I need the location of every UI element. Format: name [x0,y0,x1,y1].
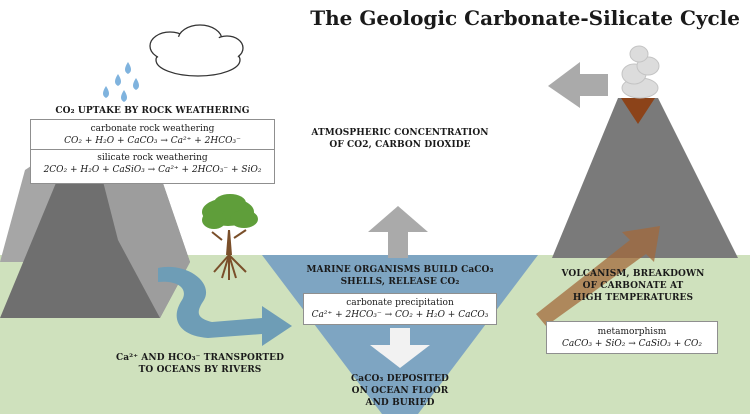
precipitation-equation: Ca²⁺ + 2HCO₃⁻ → CO₂ + H₂O + CaCO₃ [311,310,489,320]
carbonate-weathering-equation: CO₂ + H₂O + CaCO₃ → Ca²⁺ + 2HCO₃⁻ [64,136,241,146]
marine-line-1-formula: CaCO₃ [461,265,494,275]
volcanism-line-1: VOLCANISM, BREAKDOWN [561,269,705,279]
metamorphism-label: metamorphism [597,327,667,337]
deposit-line-1: CaCO₃ DEPOSITED [340,373,460,385]
silicate-weathering-label: silicate rock weathering [97,153,208,163]
weathering-heading: CO₂ UPTAKE BY ROCK WEATHERING [30,105,275,117]
volcano [552,98,738,258]
metamorphism-equation: CaCO₃ + SiO₂ → CaSiO₃ + CO₂ [561,339,703,349]
release-co2-arrow [368,206,428,258]
marine-line-2: SHELLS, RELEASE CO₂ [285,276,515,288]
river-transport-arrow [158,266,292,346]
subduction-rise-arrow [536,226,660,326]
marine-line-2-text: SHELLS, RELEASE [340,277,441,287]
volcanism-label: VOLCANISM, BREAKDOWN OF CARBONATE AT HIG… [548,268,718,304]
precipitation-label: carbonate precipitation [346,298,454,308]
marine-line-1: MARINE ORGANISMS BUILD CaCO₃ [285,264,515,276]
transport-and: AND [138,353,168,363]
cloud-fill [154,29,240,72]
transport-line-1: Ca²⁺ AND HCO₃⁻ TRANSPORTED [95,352,305,364]
transport-formula-hco3: HCO₃⁻ [167,353,201,363]
weathering-equations-box: carbonate rock weathering CO₂ + H₂O + Ca… [30,119,275,184]
metamorphism-box: metamorphism CaCO₃ + SiO₂ → CaSiO₃ + CO₂ [546,321,718,354]
volcanism-line-2: OF CARBONATE AT [582,281,684,291]
atmosphere-label: ATMOSPHERIC CONCENTRATION OF CO2, CARBON… [300,127,500,151]
transport-line-2: TO OCEANS BY RIVERS [138,365,262,375]
box-divider [31,149,274,150]
degassing-arrow [548,62,608,108]
carbonate-weathering-label: carbonate rock weathering [90,124,215,134]
silicate-weathering-equation: 2CO₂ + H₂O + CaSiO₃ → Ca²⁺ + 2HCO₃⁻ + Si… [43,165,262,175]
deposit-arrow [370,328,430,368]
marine-organisms-label: MARINE ORGANISMS BUILD CaCO₃ SHELLS, REL… [285,264,515,288]
deposit-line-3: AND BURIED [365,398,435,408]
marine-line-2-formula: CO₂ [440,277,460,287]
tree-icon [202,194,258,280]
deposit-label: CaCO₃ DEPOSITED ON OCEAN FLOOR AND BURIE… [340,373,460,409]
volcanism-line-3: HIGH TEMPERATURES [572,293,694,303]
transport-line-1-text: TRANSPORTED [200,353,285,363]
transport-formula-ca: Ca²⁺ [115,353,139,363]
deposit-line-2: ON OCEAN FLOOR [351,386,449,396]
smoke-plume-icon [621,45,660,99]
volcano-lava [621,98,655,124]
tree-trunk [226,230,232,255]
weathering-heading-formula: CO₂ [55,106,75,116]
marine-line-1-text: MARINE ORGANISMS BUILD [306,265,462,275]
tree-roots [211,229,247,280]
deposit-formula: CaCO₃ [351,374,384,384]
transport-label: Ca²⁺ AND HCO₃⁻ TRANSPORTED TO OCEANS BY … [95,352,305,376]
atmosphere-line-1: ATMOSPHERIC CONCENTRATION [311,128,489,138]
rain-drops-icon [103,62,139,102]
tree-canopy [202,194,258,229]
deposit-line-1-text: DEPOSITED [383,374,449,384]
weathering-heading-text: UPTAKE BY ROCK WEATHERING [74,106,250,116]
atmosphere-line-2: OF CO2, CARBON DIOXIDE [329,140,471,150]
page-title: The Geologic Carbonate-Silicate Cycle [310,6,740,30]
carbonate-precipitation-box: carbonate precipitation Ca²⁺ + 2HCO₃⁻ → … [303,293,497,325]
